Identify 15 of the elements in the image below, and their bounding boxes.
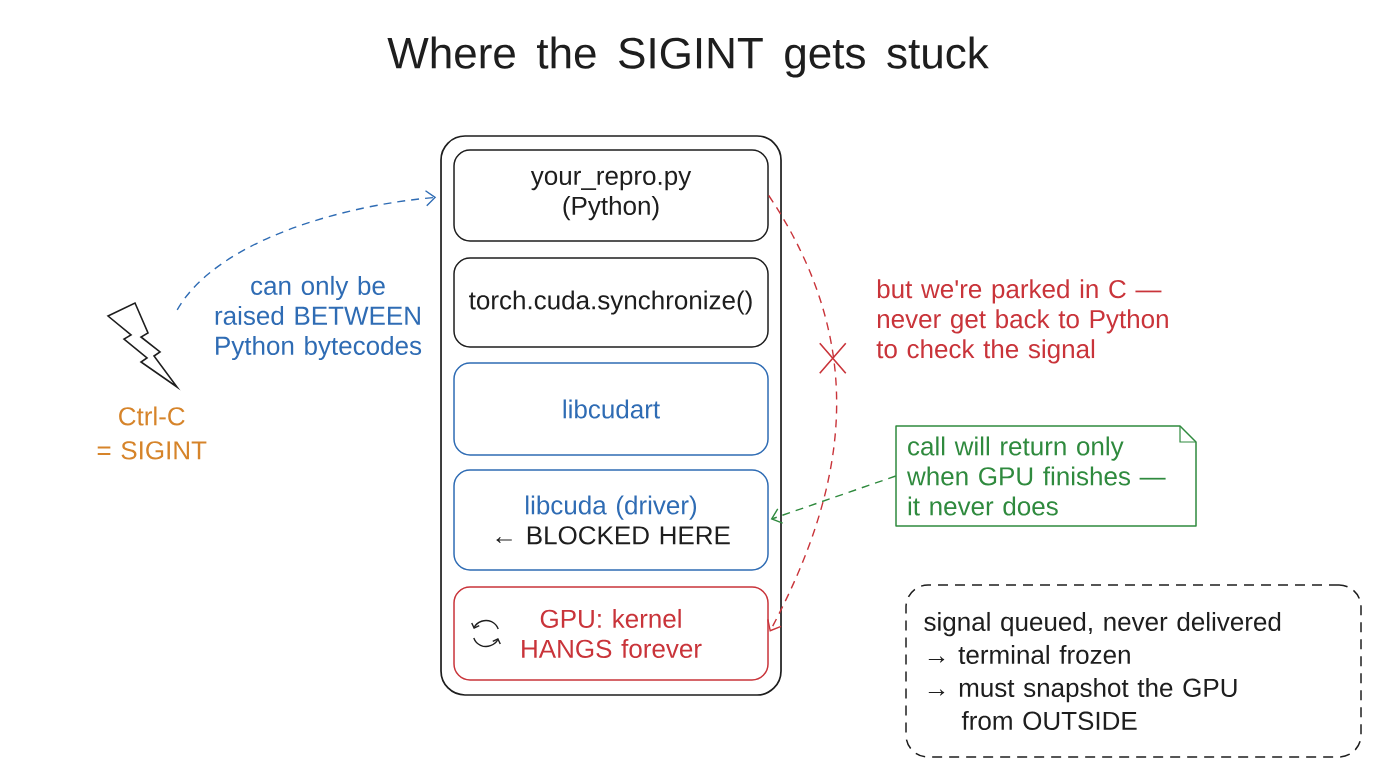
arrow	[176, 190, 437, 311]
edge-label: can only be raised BETWEEN Python bytecodes	[215, 275, 422, 361]
note-box: call will return only when GPU finishes — it never does	[895, 425, 1197, 527]
stack-panel	[440, 135, 782, 696]
arrow	[770, 475, 897, 524]
arrow	[767, 194, 838, 632]
title: Where the SIGINT gets stuck	[387, 36, 989, 78]
layer-box: libcuda (driver) ← BLOCKED HERE	[453, 469, 769, 571]
layer-box: your_repro.py (Python)	[453, 149, 769, 242]
layer-box: libcudart	[453, 362, 769, 456]
layer-box: torch.cuda.synchronize()	[453, 257, 769, 348]
node-label: Ctrl-C = SIGINT	[97, 406, 207, 460]
edge-label: but we're parked in C — never get back to Python to check the signal	[876, 279, 1168, 364]
summary-box: signal queued, never delivered → terminal frozen → must snapshot the GPU from OUTSIDE	[905, 584, 1362, 758]
layer-box: GPU: kernel HANGS forever	[453, 586, 769, 681]
